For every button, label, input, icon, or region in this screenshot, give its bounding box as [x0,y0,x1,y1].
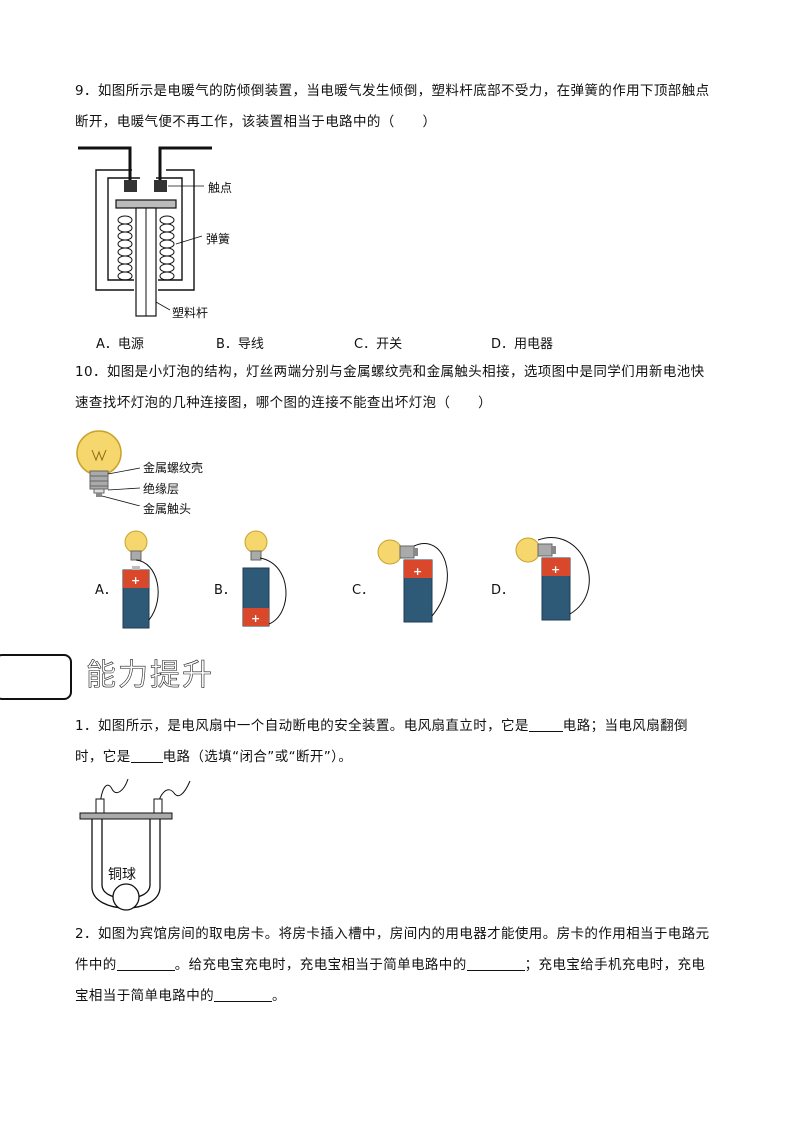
tip-label: 金属触头 [143,502,192,516]
q10-option-b-label[interactable]: B． [214,583,236,598]
p1-text-d: 电路（选填“闭合”或“断开”）。 [162,749,353,765]
q9-option-d[interactable]: D．用电器 [491,337,554,352]
p2-line1: 2．如图为宾馆房间的取电房卡。将房卡插入槽中，房间内的用电器才能使用。房卡的作用… [75,926,710,942]
p2-line3: 宝相当于简单电路中的 。 [75,981,286,1012]
fan-safety-device-diagram [79,778,191,911]
q10-option-a-label[interactable]: A． [95,583,117,598]
shell-label: 金属螺纹壳 [143,461,204,475]
bulb-structure-diagram [76,430,141,506]
q10-text-line1: 10．如图是小灯泡的结构，灯丝两端分别与金属螺纹壳和金属触头相接，选项图中是同学… [75,364,705,380]
p1-text-a: 1．如图所示，是电风扇中一个自动断电的安全装置。电风扇直立时，它是 [75,718,529,734]
insulation-label: 绝缘层 [143,482,180,496]
p2-blank-1[interactable] [116,956,175,971]
p2-blank-2[interactable] [466,956,525,971]
q10-option-d-diagram[interactable]: + [512,530,602,630]
spring-label: 弹簧 [206,232,231,246]
q10-option-a-diagram[interactable]: + [118,528,168,634]
p1-blank-2[interactable] [130,748,163,763]
q10-option-c-diagram[interactable]: + [374,530,464,630]
p1-text-c: 时，它是 [75,749,131,765]
q10-text-line2: 速查找坏灯泡的几种连接图，哪个图的连接不能查出坏灯泡（ ） [75,395,492,411]
q10-option-c-label[interactable]: C． [352,583,375,598]
p2-text-d: 宝相当于简单电路中的 [75,988,214,1004]
section-title: 能力提升 [86,658,214,694]
p2-text-e: 。 [272,988,286,1004]
contact-label: 触点 [208,181,233,195]
p2-line2: 件中的 。给充电宝充电时，充电宝相当于简单电路中的 ；充电宝给手机充电时，充电 [75,950,705,981]
section-marker-box [0,654,72,700]
q9-option-b[interactable]: B．导线 [216,337,264,352]
p1-line2: 时，它是 电路（选填“闭合”或“断开”）。 [75,742,352,773]
q10-option-d-label[interactable]: D． [491,583,515,598]
p2-blank-3[interactable] [214,987,272,1002]
copper-ball-label: 铜球 [108,867,136,883]
plus-sign-c: + [413,565,422,578]
q9-option-c[interactable]: C．开关 [354,337,403,352]
plus-sign-a: + [131,574,140,587]
p2-text-a: 件中的 [75,957,117,973]
q9-text-line1: 9．如图所示是电暖气的防倾倒装置，当电暖气发生倾倒，塑料杆底部不受力，在弹簧的作… [75,83,710,99]
p2-text-b: 。给充电宝充电时，充电宝相当于简单电路中的 [174,957,467,973]
p1-text-b: 电路；当电风扇翻倒 [562,718,688,734]
q9-option-a[interactable]: A．电源 [96,337,144,352]
q9-text-line2: 断开，电暖气便不再工作，该装置相当于电路中的（ ） [75,114,437,130]
plus-sign-d: + [551,563,560,576]
p2-text-c: ；充电宝给手机充电时，充电 [524,957,706,973]
p1-blank-1[interactable] [528,717,563,732]
q10-option-b-diagram[interactable]: + [238,528,293,634]
q9-anti-tip-device-diagram [78,146,212,317]
rod-label: 塑料杆 [172,306,209,320]
plus-sign-b: + [251,612,260,625]
p1-line1: 1．如图所示，是电风扇中一个自动断电的安全装置。电风扇直立时，它是 电路；当电风扇… [75,711,688,742]
